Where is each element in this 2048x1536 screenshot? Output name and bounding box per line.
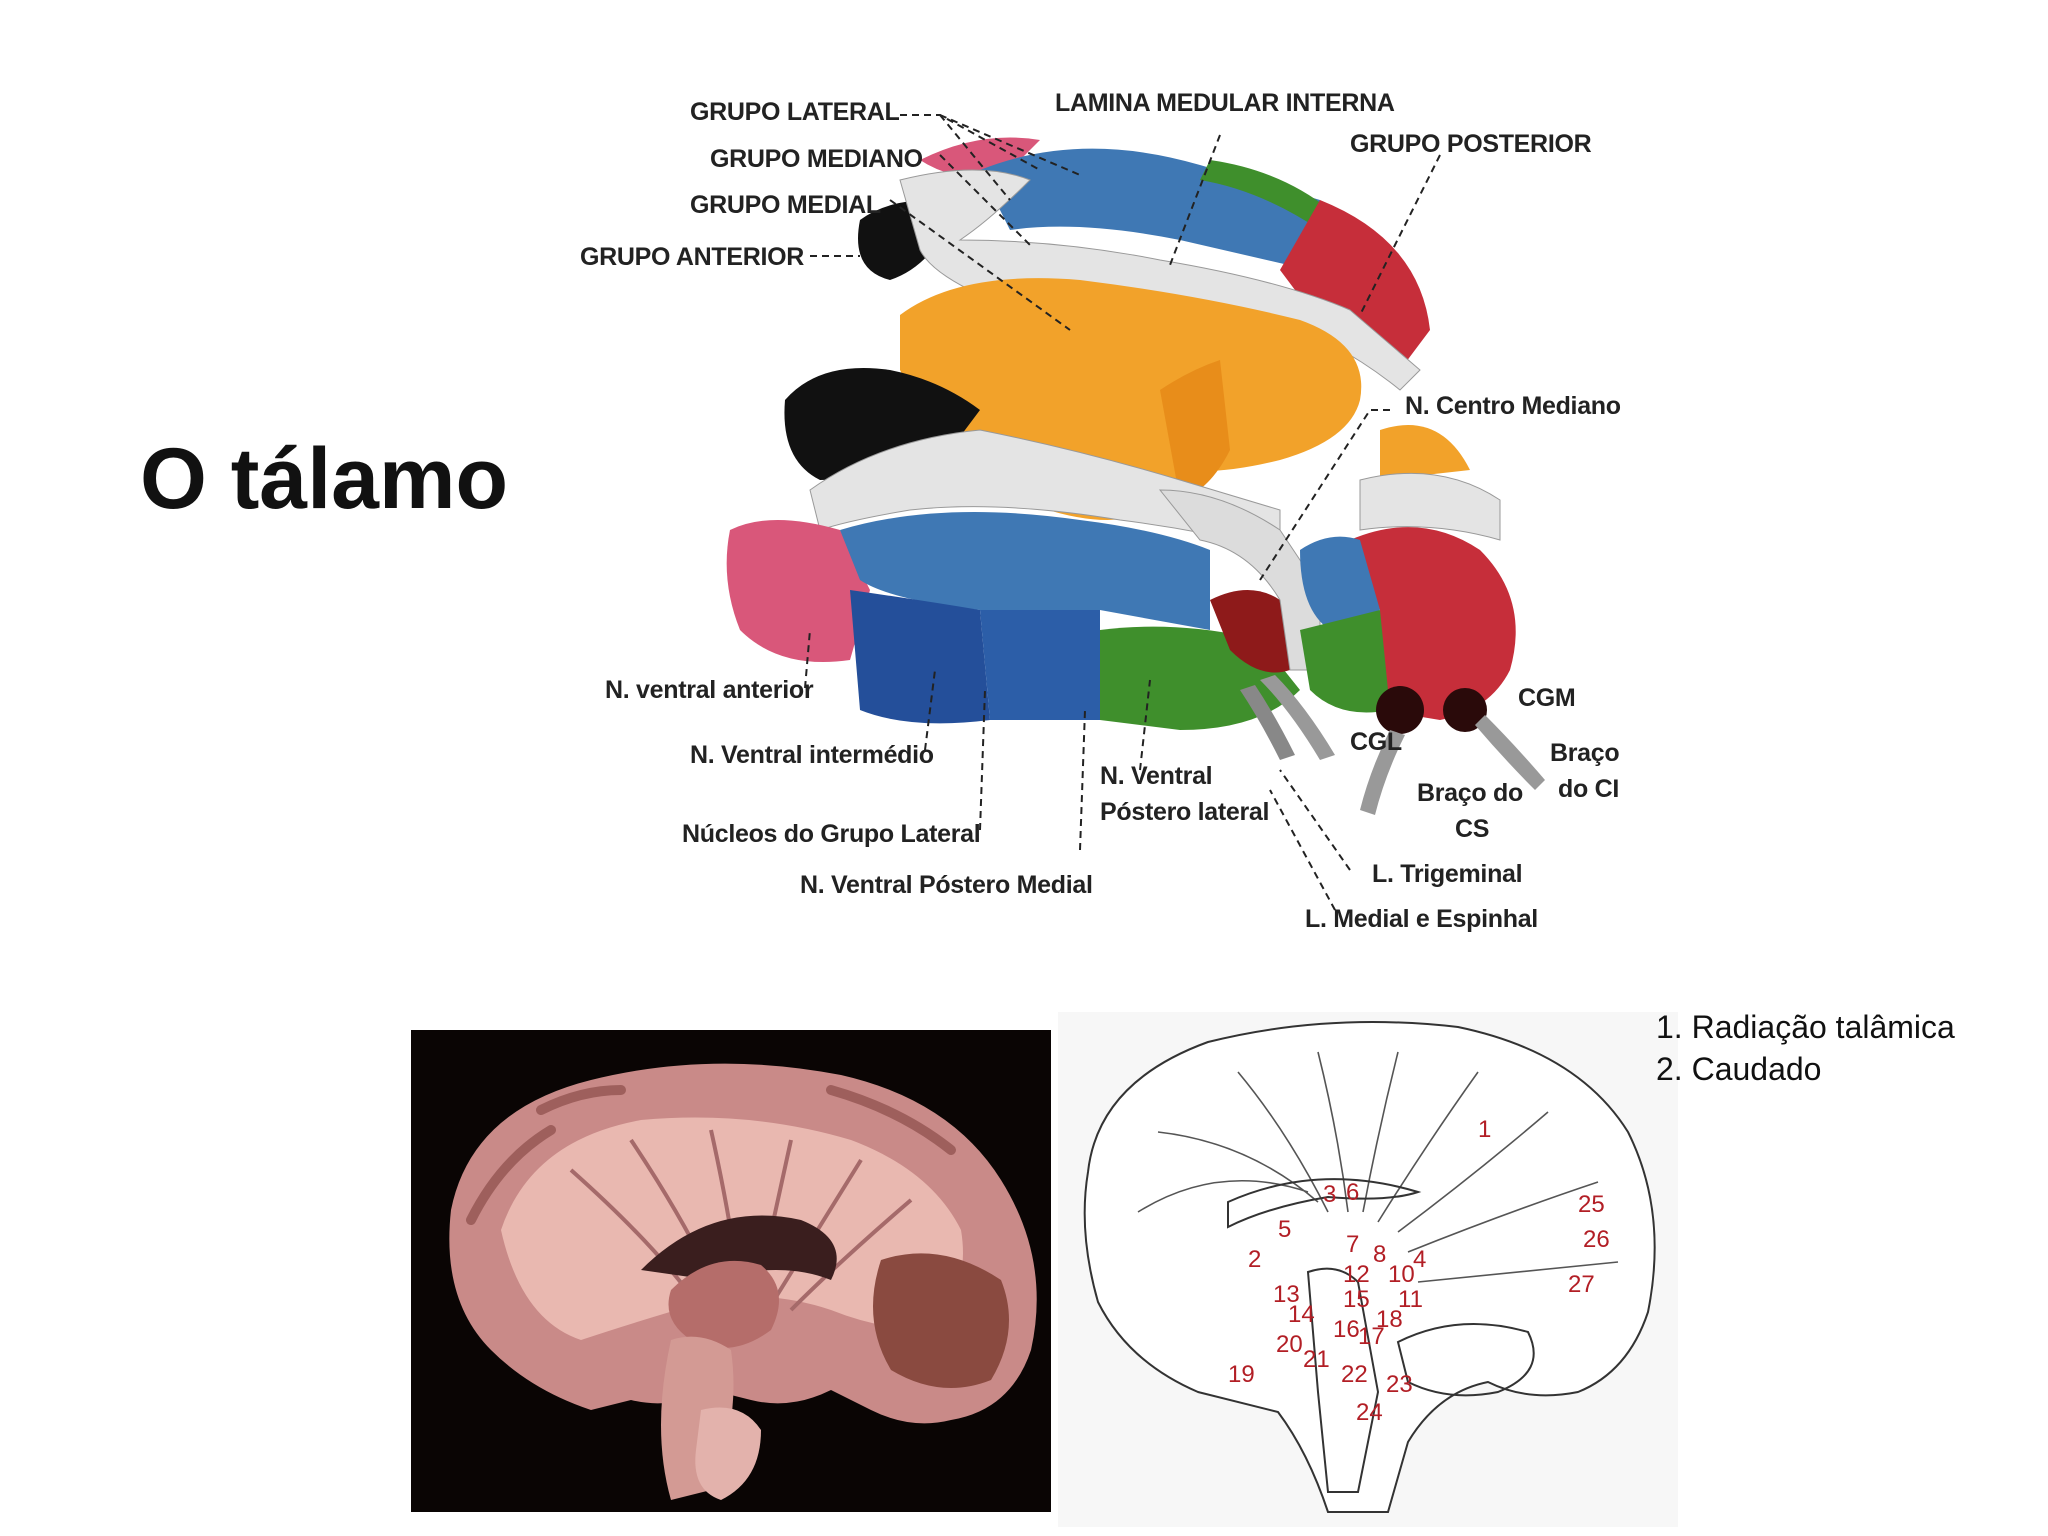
label-vpm: N. Ventral Póstero Medial [800, 871, 1093, 899]
drawing-outline [1083, 1021, 1656, 1513]
label-nucleos-lateral: Núcleos do Grupo Lateral [682, 820, 980, 848]
num-24: 24 [1356, 1399, 1383, 1426]
num-14: 14 [1288, 1301, 1315, 1328]
label-vpl-1: N. Ventral [1100, 762, 1212, 790]
pulvinar-red [1350, 527, 1516, 720]
label-braco-ci-1: Braço [1550, 739, 1619, 767]
lower-blue-region [840, 512, 1210, 630]
leader-grupo-mediano [939, 154, 1031, 246]
num-12: 12 [1343, 1261, 1370, 1288]
num-2: 2 [1248, 1246, 1261, 1273]
brain-cortex-right [873, 1253, 1009, 1388]
label-grupo-medial: GRUPO MEDIAL [690, 191, 881, 219]
num-21: 21 [1303, 1346, 1330, 1373]
num-5: 5 [1278, 1216, 1291, 1243]
leader-centro-mediano [1259, 409, 1390, 581]
label-grupo-posterior: GRUPO POSTERIOR [1350, 130, 1592, 158]
legend-item-2: 2. Caudado [1656, 1051, 1822, 1087]
label-ventral-anterior: N. ventral anterior [605, 676, 814, 704]
drawing-stem [1306, 1267, 1380, 1493]
green-strip [1200, 160, 1330, 230]
label-medial-espinhal: L. Medial e Espinhal [1305, 905, 1538, 933]
num-7: 7 [1346, 1231, 1359, 1258]
braco-ci-stalk [1475, 715, 1545, 790]
num-17: 17 [1358, 1323, 1385, 1350]
label-centro-mediano: N. Centro Mediano [1405, 392, 1621, 420]
num-16: 16 [1333, 1316, 1360, 1343]
label-braco-cs-2: CS [1455, 815, 1489, 843]
num-13: 13 [1273, 1281, 1300, 1308]
leader-ventral-intermedio [924, 669, 936, 751]
cgm-body [1443, 688, 1487, 732]
vpm-darkblue [980, 610, 1100, 720]
drawing-corpus [1227, 1178, 1422, 1229]
pulvinar-green [1300, 610, 1390, 713]
pulvinar-blue [1300, 536, 1380, 630]
label-ventral-intermedio: N. Ventral intermédio [690, 741, 934, 769]
drawing-number-labels: 1 2 3 4 5 6 7 8 10 11 12 13 14 15 16 17 … [1228, 1116, 1610, 1426]
legend: 1. Radiação talâmica 2. Caudado [1656, 1006, 1955, 1090]
numbered-brain-drawing: 1 2 3 4 5 6 7 8 10 11 12 13 14 15 16 17 … [1058, 1012, 1678, 1527]
leader-ventral-anterior [804, 629, 811, 689]
thalamus-diagram: GRUPO LATERAL GRUPO MEDIANO GRUPO MEDIAL… [580, 89, 1621, 933]
label-cgm: CGM [1518, 684, 1575, 712]
num-25: 25 [1578, 1191, 1605, 1218]
num-19: 19 [1228, 1361, 1255, 1388]
cgl-body [1376, 686, 1424, 734]
pulvinar-orange [1380, 425, 1470, 480]
num-15: 15 [1343, 1286, 1370, 1313]
brain-gyri [466, 1085, 956, 1225]
lemniscus-stalk-2 [1260, 675, 1335, 760]
slide-title: O tálamo [140, 431, 508, 527]
label-grupo-mediano: GRUPO MEDIANO [710, 145, 923, 173]
legend-item-1: 1. Radiação talâmica [1656, 1009, 1955, 1045]
leader-grupo-lateral-3 [939, 114, 1011, 201]
num-22: 22 [1341, 1361, 1368, 1388]
num-3: 3 [1323, 1181, 1336, 1208]
num-20: 20 [1276, 1331, 1303, 1358]
num-10: 10 [1388, 1261, 1415, 1288]
leader-grupo-medial [889, 199, 1071, 331]
label-grupo-lateral: GRUPO LATERAL [690, 98, 900, 126]
drawing-fibers [1137, 1051, 1619, 1283]
leader-vpl [1139, 679, 1151, 771]
label-braco-cs-1: Braço do [1417, 779, 1523, 807]
centro-mediano-red [1210, 590, 1290, 673]
label-grupo-anterior: GRUPO ANTERIOR [580, 243, 804, 271]
leader-grupo-lateral-2 [939, 114, 1081, 176]
num-11: 11 [1398, 1286, 1423, 1313]
leader-medial-espinhal [1269, 789, 1336, 911]
drawing-cerebellum [1396, 1323, 1535, 1397]
upper-red-region [1280, 200, 1430, 370]
leader-grupo-posterior [1359, 154, 1441, 316]
braco-cs-stalk [1360, 730, 1405, 815]
leader-trigeminal [1279, 769, 1351, 871]
label-trigeminal: L. Trigeminal [1372, 860, 1522, 888]
ventral-intermedio-darkblue [850, 590, 990, 724]
label-braco-ci-2: do CI [1558, 775, 1619, 803]
num-23: 23 [1386, 1371, 1413, 1398]
label-lamina: LAMINA MEDULAR INTERNA [1055, 89, 1395, 117]
leader-vpm [1079, 709, 1086, 851]
brain-dissection-photo [411, 1030, 1051, 1512]
lemniscus-stalk-1 [1240, 685, 1295, 760]
num-8: 8 [1373, 1241, 1386, 1268]
pulvinar-white [1359, 472, 1501, 541]
orange-ridge [1160, 360, 1230, 500]
num-6: 6 [1346, 1179, 1359, 1206]
num-26: 26 [1583, 1226, 1610, 1253]
num-27: 27 [1568, 1271, 1595, 1298]
num-18: 18 [1376, 1306, 1403, 1333]
brainstem-pons [695, 1407, 761, 1500]
label-cgl: CGL [1350, 728, 1402, 756]
brain-ventricle [641, 1215, 837, 1280]
label-vpl-2: Póstero lateral [1100, 798, 1269, 826]
num-4: 4 [1413, 1246, 1426, 1273]
brain-thalamus [668, 1260, 779, 1348]
ventral-anterior-pink [726, 520, 870, 662]
num-1: 1 [1478, 1116, 1491, 1143]
